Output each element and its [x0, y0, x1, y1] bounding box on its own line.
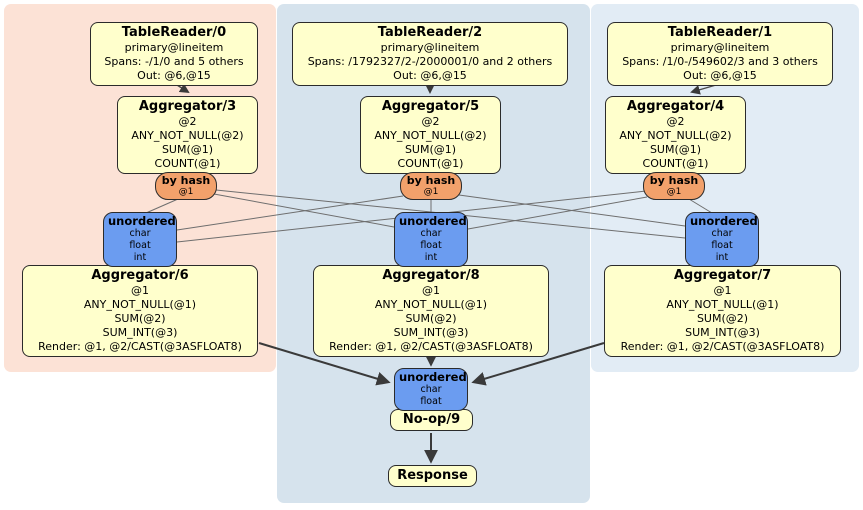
spans-label: Spans: /1/0-/549602/3 and 3 others: [622, 55, 818, 68]
aggregator-6-title: Aggregator/6: [91, 268, 189, 283]
index-label: primary@lineitem: [670, 41, 770, 54]
noop-9-title: No-op/9: [402, 412, 461, 427]
tablereader-0-box: TableReader/0 primary@lineitem Spans: -/…: [90, 22, 258, 86]
unordered-stream-node3: unordered char float int: [103, 212, 177, 267]
render-label: Render: @1, @2/CAST(@3ASFLOAT8): [329, 340, 533, 353]
out-label: Out: @6,@15: [137, 69, 211, 82]
render-label: Render: @1, @2/CAST(@3ASFLOAT8): [38, 340, 242, 353]
aggregator-6-box: Aggregator/6 @1 ANY_NOT_NULL(@1) SUM(@2)…: [22, 265, 258, 357]
noop-9-box: No-op/9: [390, 409, 473, 431]
aggregator-7-title: Aggregator/7: [673, 268, 772, 283]
index-label: primary@lineitem: [124, 41, 224, 54]
index-label: primary@lineitem: [380, 41, 480, 54]
aggregator-8-box: Aggregator/8 @1 ANY_NOT_NULL(@1) SUM(@2)…: [313, 265, 549, 357]
out-label: Out: @6,@15: [393, 69, 467, 82]
tablereader-1-title: TableReader/1: [667, 25, 773, 40]
aggregator-8-title: Aggregator/8: [382, 268, 480, 283]
render-label: Render: @1, @2/CAST(@3ASFLOAT8): [620, 340, 825, 353]
tablereader-2-box: TableReader/2 primary@lineitem Spans: /1…: [292, 22, 568, 86]
unordered-stream-node1: unordered char float int: [394, 212, 468, 267]
tablereader-1-box: TableReader/1 primary@lineitem Spans: /1…: [607, 22, 833, 86]
response-title: Response: [397, 468, 468, 483]
aggregator-4-box: Aggregator/4 @2 ANY_NOT_NULL(@2) SUM(@1)…: [605, 96, 746, 174]
aggregator-7-box: Aggregator/7 @1 ANY_NOT_NULL(@1) SUM(@2)…: [604, 265, 841, 357]
unordered-stream-node2: unordered char float int: [685, 212, 759, 267]
hash-router-node1: by hash @1: [400, 172, 462, 200]
spans-label: Spans: -/1/0 and 5 others: [104, 55, 244, 68]
aggregator-4-title: Aggregator/4: [626, 99, 725, 114]
spans-label: Spans: /1792327/2-/2000001/0 and 2 other…: [307, 55, 553, 68]
hash-router-node2: by hash @1: [643, 172, 705, 200]
out-label: Out: @6,@15: [683, 69, 757, 82]
response-box: Response: [388, 465, 477, 487]
hash-router-node3: by hash @1: [155, 172, 217, 200]
aggregator-3-box: Aggregator/3 @2 ANY_NOT_NULL(@2) SUM(@1)…: [117, 96, 258, 174]
tablereader-0-title: TableReader/0: [121, 25, 227, 40]
tablereader-2-title: TableReader/2: [377, 25, 483, 40]
aggregator-5-title: Aggregator/5: [381, 99, 480, 114]
aggregator-5-box: Aggregator/5 @2 ANY_NOT_NULL(@2) SUM(@1)…: [360, 96, 501, 174]
unordered-stream-final: unordered char float: [394, 368, 468, 411]
aggregator-3-title: Aggregator/3: [138, 99, 237, 114]
